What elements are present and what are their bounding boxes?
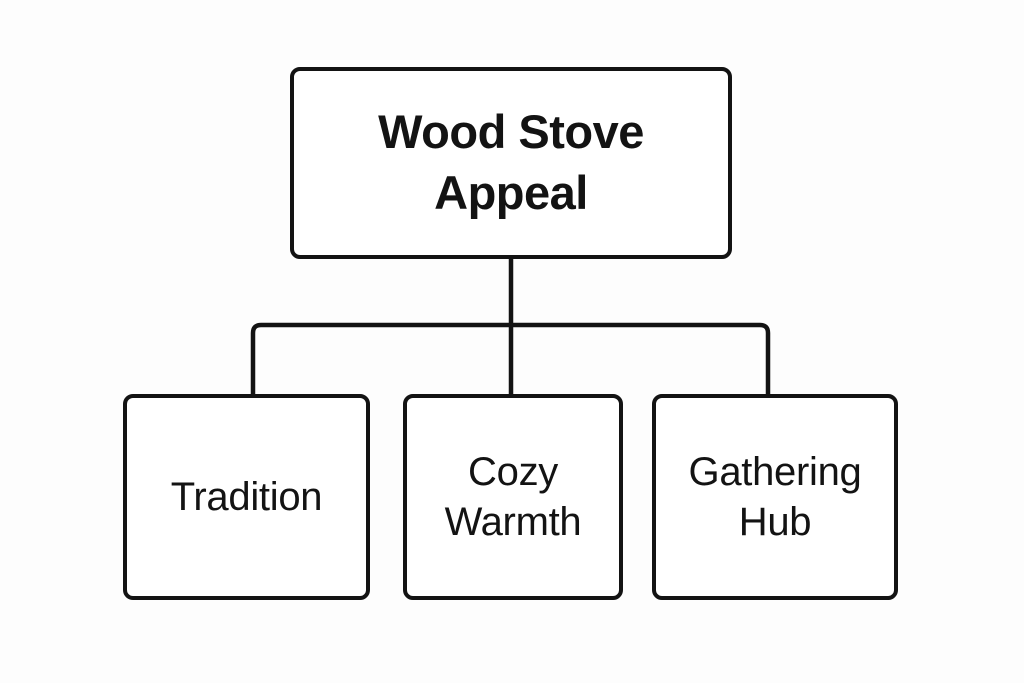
node-label-line: Appeal (434, 166, 588, 219)
node-gathering-hub: Gathering Hub (652, 394, 898, 600)
node-label-line: Warmth (444, 500, 582, 544)
node-tradition: Tradition (123, 394, 370, 600)
node-label-line: Gathering (688, 450, 862, 494)
node-wood-stove-appeal: Wood Stove Appeal (290, 67, 732, 259)
node-label-line: Tradition (170, 475, 323, 519)
connector-bus (250, 322, 771, 394)
node-cozy-warmth: Cozy Warmth (403, 394, 623, 600)
node-label-line: Wood Stove (378, 105, 644, 159)
node-label-line: Hub (738, 500, 812, 544)
node-label-line: Cozy (468, 450, 558, 494)
